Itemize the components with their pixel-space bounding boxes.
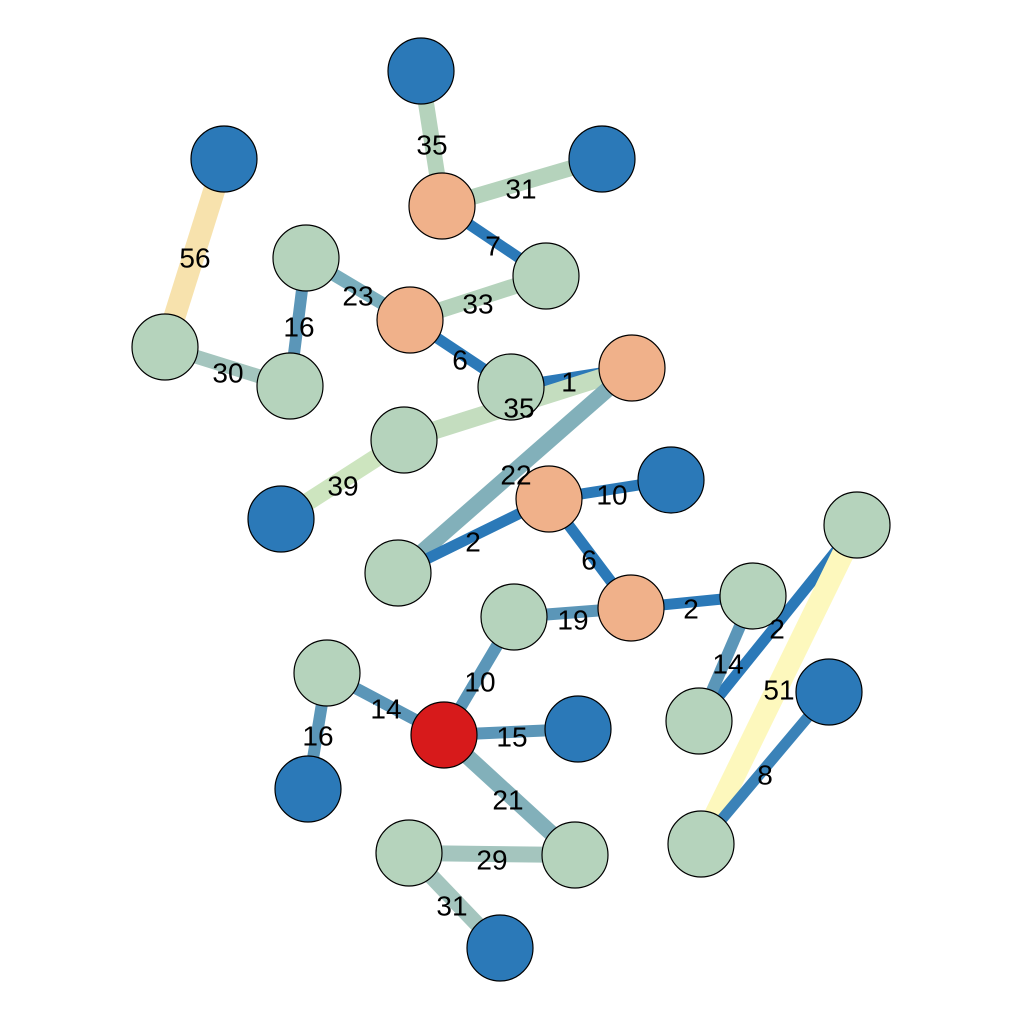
edge-label: 1: [561, 367, 577, 398]
edge-label: 8: [757, 760, 773, 791]
node-n1: [387, 37, 455, 105]
node-n17: [823, 491, 891, 559]
node-n21: [293, 639, 361, 707]
node-n22: [410, 701, 478, 769]
node-n5: [190, 125, 258, 193]
edge-label: 2: [683, 594, 699, 625]
node-n13: [247, 485, 315, 553]
node-n11: [598, 334, 666, 402]
edge-n11-n16: [392, 361, 638, 580]
node-n8: [272, 224, 340, 292]
edge-label: 10: [464, 667, 495, 698]
node-n30: [466, 914, 534, 982]
edge-label: 7: [485, 231, 501, 262]
edge-n17-n27: [691, 520, 867, 849]
node-n19: [480, 583, 548, 651]
edge-label: 15: [496, 722, 527, 753]
node-n26: [274, 755, 342, 823]
edge-label: 35: [416, 130, 447, 161]
edge-label: 21: [492, 785, 523, 816]
node-n20: [719, 562, 787, 630]
node-n28: [375, 819, 443, 887]
node-n29: [541, 821, 609, 889]
edge-label: 19: [557, 605, 588, 636]
node-n4: [512, 242, 580, 310]
node-n14: [515, 465, 583, 533]
edge-label: 10: [596, 480, 627, 511]
node-n6: [131, 313, 199, 381]
node-n27: [667, 810, 735, 878]
edge-label: 16: [283, 312, 314, 343]
edge-label: 35: [503, 393, 534, 424]
edge-label: 2: [769, 614, 785, 645]
node-n9: [256, 352, 324, 420]
edge-label: 39: [327, 471, 358, 502]
edge-label: 31: [436, 891, 467, 922]
node-n15: [637, 446, 705, 514]
node-n23: [544, 695, 612, 763]
node-n24: [665, 687, 733, 755]
edge-label: 31: [505, 174, 536, 205]
node-n25: [795, 658, 863, 726]
edge-label: 6: [581, 545, 597, 576]
edge-label: 56: [179, 243, 210, 274]
edge-label: 23: [342, 281, 373, 312]
node-n12: [370, 406, 438, 474]
edge-label: 30: [212, 358, 243, 389]
node-n2: [568, 125, 636, 193]
nodes-layer: [131, 37, 891, 982]
edge-label: 6: [452, 345, 468, 376]
node-n18: [597, 574, 665, 642]
edge-label: 51: [763, 675, 794, 706]
node-n7: [376, 286, 444, 354]
edge-label: 16: [302, 721, 333, 752]
edge-label: 22: [500, 460, 531, 491]
node-n16: [364, 539, 432, 607]
edge-label: 33: [462, 289, 493, 320]
edge-label: 14: [370, 694, 401, 725]
edge-label: 14: [712, 649, 743, 680]
node-n10: [477, 353, 545, 421]
edge-label: 29: [476, 845, 507, 876]
edge-label: 2: [465, 527, 481, 558]
node-n3: [408, 172, 476, 240]
